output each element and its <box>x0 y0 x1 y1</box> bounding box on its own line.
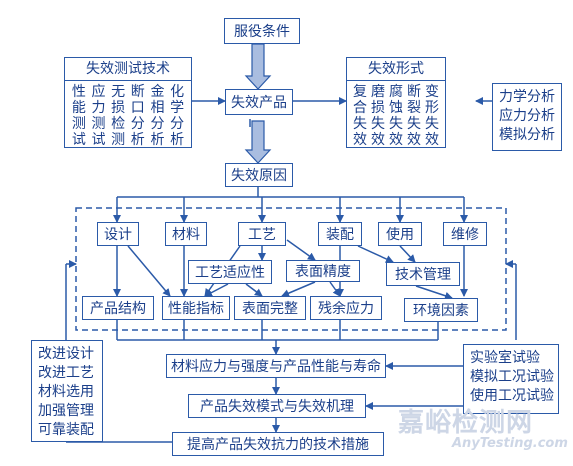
stress-strength-label: 材料应力与强度与产品性能与寿命 <box>171 359 381 375</box>
analysis-item: 模拟分析 <box>499 127 555 143</box>
failure-cause-label: 失效原因 <box>231 168 287 184</box>
thick-arrow-1 <box>244 43 272 90</box>
tests-item: 使用工况试验 <box>470 388 554 404</box>
improve-box: 改进设计 改进工艺 材料选用 加强管理 可靠装配 <box>31 340 103 442</box>
cause-material-label: 材料 <box>172 227 200 243</box>
service-conditions-box: 服役条件 <box>224 18 300 44</box>
mode-mechanism-label: 产品失效模式与失效机理 <box>200 399 354 415</box>
improve-item: 改进设计 <box>38 346 94 362</box>
failure-forms-title: 失效形式 <box>347 58 445 81</box>
failure-forms-column: 断裂失效 <box>407 84 421 148</box>
tests-box: 实验室试验 模拟工况试验 使用工况试验 <box>463 344 559 414</box>
test-tech-column: 断口分析 <box>130 84 145 148</box>
cause-assembly: 装配 <box>318 222 362 246</box>
failure-forms-panel: 失效形式 复合失效 磨损失效 腐蚀失效 断裂失效 变形失效 <box>346 57 446 148</box>
failed-product-box: 失效产品 <box>225 89 293 115</box>
surface-integrity-box: 表面完整 <box>234 296 306 320</box>
test-tech-column: 无损检测 <box>111 84 126 148</box>
cause-maintenance: 维修 <box>443 222 487 246</box>
analysis-item: 力学分析 <box>499 89 555 105</box>
failed-product-label: 失效产品 <box>231 95 287 111</box>
analysis-item: 应力分析 <box>499 108 555 124</box>
cause-assembly-label: 装配 <box>326 227 354 243</box>
cause-maintenance-label: 维修 <box>451 227 479 243</box>
improve-item: 材料选用 <box>38 384 94 400</box>
stress-strength-box: 材料应力与强度与产品性能与寿命 <box>166 354 386 378</box>
cause-design-label: 设计 <box>104 227 132 243</box>
environment-label: 环境因素 <box>413 303 469 319</box>
failure-forms-column: 变形失效 <box>425 84 439 148</box>
tech-management-box: 技术管理 <box>386 262 460 286</box>
thick-arrow-2 <box>244 120 272 164</box>
failure-forms-column: 磨损失效 <box>371 84 385 148</box>
cause-group-frame <box>75 207 507 331</box>
test-tech-column: 性能测试 <box>71 84 86 148</box>
test-tech-column: 金相分析 <box>150 84 165 148</box>
cause-material: 材料 <box>165 222 207 246</box>
cause-process: 工艺 <box>238 222 286 246</box>
performance-index-box: 性能指标 <box>162 296 230 320</box>
surface-integrity-label: 表面完整 <box>242 301 298 317</box>
failure-forms-columns: 复合失效 磨损失效 腐蚀失效 断裂失效 变形失效 <box>347 81 445 148</box>
product-structure-box: 产品结构 <box>82 296 154 320</box>
analysis-box: 力学分析 应力分析 模拟分析 <box>492 83 562 151</box>
measures-box: 提高产品失效抗力的技术措施 <box>172 432 384 456</box>
improve-item: 改进工艺 <box>38 365 94 381</box>
failure-cause-box: 失效原因 <box>225 163 293 187</box>
watermark-en: AnyTesting.com <box>452 436 568 451</box>
surface-precision-box: 表面精度 <box>286 260 360 282</box>
cause-process-label: 工艺 <box>248 227 276 243</box>
residual-stress-label: 残余应力 <box>318 301 374 317</box>
residual-stress-box: 残余应力 <box>310 296 382 320</box>
process-adapt-box: 工艺适应性 <box>188 260 272 284</box>
mode-mechanism-box: 产品失效模式与失效机理 <box>188 394 366 418</box>
failure-forms-column: 腐蚀失效 <box>389 84 403 148</box>
improve-item: 加强管理 <box>38 403 94 419</box>
tech-management-label: 技术管理 <box>395 267 451 283</box>
environment-box: 环境因素 <box>404 298 478 322</box>
process-adapt-label: 工艺适应性 <box>195 265 265 281</box>
test-tech-column: 应力测试 <box>91 84 106 148</box>
product-structure-label: 产品结构 <box>90 301 146 317</box>
test-tech-panel: 失效测试技术 性能测试 应力测试 无损检测 断口分析 金相分析 化学分析 <box>64 57 192 148</box>
test-tech-title: 失效测试技术 <box>65 58 191 81</box>
cause-usage-label: 使用 <box>386 227 414 243</box>
test-tech-column: 化学分析 <box>170 84 185 148</box>
service-conditions-label: 服役条件 <box>234 24 290 40</box>
failure-forms-column: 复合失效 <box>353 84 367 148</box>
tests-item: 实验室试验 <box>470 350 540 366</box>
improve-item: 可靠装配 <box>38 422 94 438</box>
measures-label: 提高产品失效抗力的技术措施 <box>187 437 369 453</box>
tests-item: 模拟工况试验 <box>470 369 554 385</box>
cause-usage: 使用 <box>378 222 422 246</box>
watermark-cn: 嘉峪检测网 <box>398 408 534 438</box>
surface-precision-label: 表面精度 <box>295 264 351 280</box>
performance-index-label: 性能指标 <box>168 301 224 317</box>
cause-design: 设计 <box>97 222 139 246</box>
test-tech-columns: 性能测试 应力测试 无损检测 断口分析 金相分析 化学分析 <box>65 81 191 148</box>
